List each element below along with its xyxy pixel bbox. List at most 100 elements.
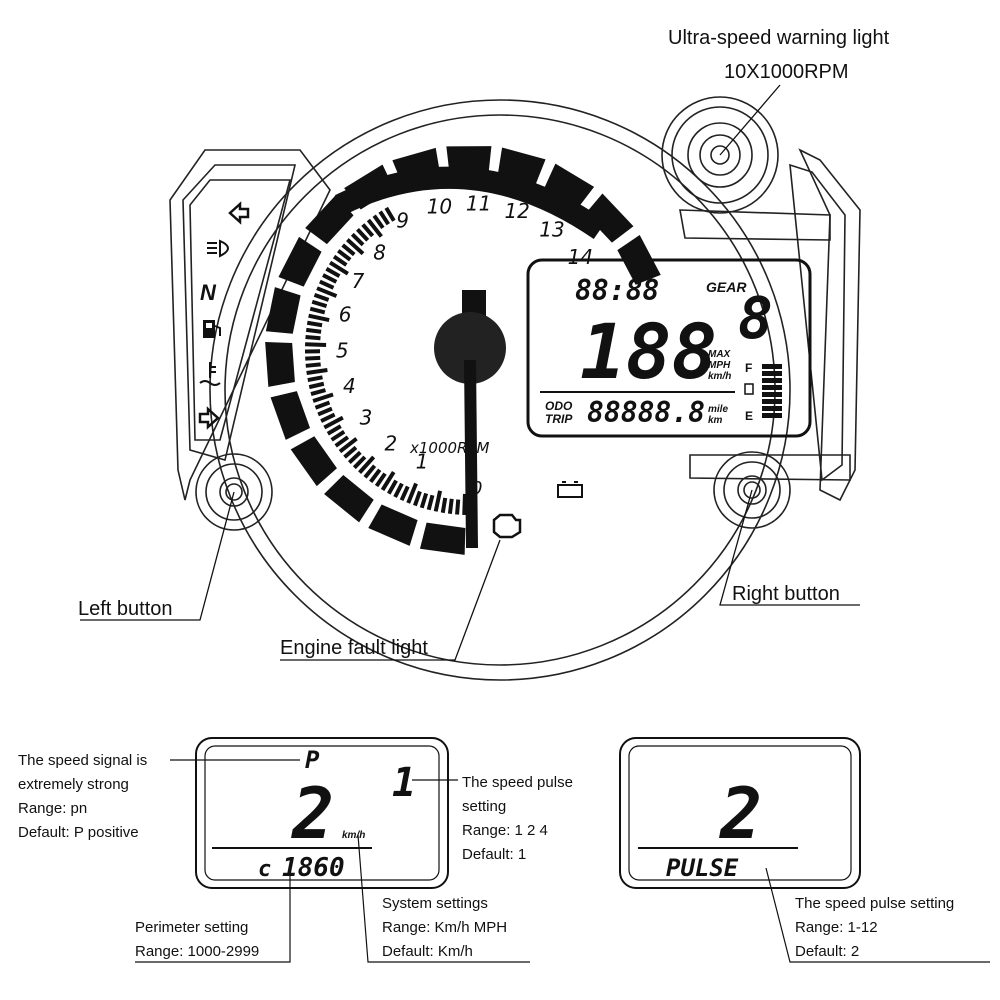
tach-small-tick [433,490,443,512]
neutral-icon: N [200,280,217,305]
tach-small-tick [305,335,321,341]
tach-small-tick [374,472,387,488]
fuel-bar [762,406,782,411]
tach-small-tick [399,485,410,501]
tach-small-tick [329,260,349,276]
system-note-1: System settings [382,895,488,912]
tach-small-tick [310,388,326,397]
signal-char: P [305,746,320,774]
tach-small-tick [369,468,382,483]
pulse-char: 1 [392,760,416,806]
tach-small-tick [319,279,335,290]
tach-small-tick [380,471,396,491]
tach-small-tick [363,464,377,479]
tach-number: 11 [466,191,491,215]
tach-small-tick [338,437,358,454]
fuel-bar [762,364,782,369]
tach-small-tick [305,342,327,347]
lcd-clock: 88:88 [575,274,659,307]
tach-small-tick [440,497,448,514]
tach-small-tick [387,479,398,495]
tach-band-block [265,341,295,387]
perimeter-note-1: Perimeter setting [135,919,248,936]
fuel-bar [762,371,782,376]
tach-number: 6 [339,303,352,327]
tach-small-tick [311,299,328,309]
tach-small-tick [358,455,376,474]
pulse-note-2: setting [462,798,506,815]
fuel-empty-label: E [745,409,753,423]
tach-small-tick [305,355,321,361]
tach-number: 10 [427,194,452,218]
fuel-bar [762,413,782,418]
tach-small-tick [322,273,338,284]
right-button[interactable] [713,451,791,529]
tach-number: 3 [360,406,373,430]
fuel-bar [762,378,782,383]
tach-small-tick [334,435,350,448]
tach-small-tick [372,214,385,230]
tach-number: 2 [385,432,398,456]
engine-fault-label: Engine fault light [280,637,428,659]
tach-small-tick [326,424,342,436]
tach-band-block [446,146,492,174]
tach-small-tick [462,493,467,515]
tach-band-block [585,193,634,243]
tach-small-tick [320,412,336,423]
signal-note-1: The speed signal is [18,752,147,769]
tach-small-tick [330,430,346,442]
left-turn-icon [228,201,250,225]
odo-unit-mile: mile [708,404,728,415]
fuel-bar [762,399,782,404]
speed-unit-max: MAX [708,349,732,360]
tach-band-block [368,504,418,546]
pulse-note-1: The speed pulse [462,774,573,791]
tach-band-block [278,236,322,287]
tach-small-tick [337,249,352,262]
tach-band-block [544,163,595,209]
tach-small-tick [406,482,418,504]
tach-small-tick [307,375,323,383]
tach-band-block [290,436,337,487]
fuel-bar [762,385,782,390]
tach-number: 12 [504,199,529,223]
tach-small-tick [312,392,334,403]
speed-unit-kmh: km/h [708,371,731,382]
tach-small-tick [346,238,365,256]
tach-small-tick [352,455,367,470]
fuel-full-label: F [745,361,752,375]
signal-note-2: extremely strong [18,776,129,793]
tach-small-tick [356,227,370,242]
fuel-icon [203,320,221,338]
tach-small-tick [343,445,358,459]
tach-small-tick [325,267,341,278]
tach-small-tick [314,400,331,410]
tach-number: 5 [336,339,349,363]
system-note-2: Range: Km/h MPH [382,919,507,936]
lcd-fuel-icon [744,383,754,395]
signal-note-4: Default: P positive [18,824,139,841]
fuel-gauge-bars [762,364,782,418]
tach-small-tick [393,482,404,498]
tach-number: 13 [539,218,564,242]
screen2-note-1: The speed pulse setting [795,895,954,912]
tach-band-block [419,522,466,555]
screen2-big-digit: 2 [719,773,762,855]
tach-band-block [265,287,301,334]
tach-band-block [324,475,374,523]
gear-label: GEAR [706,279,747,295]
callout-leaders [80,84,860,661]
tach-small-tick [323,415,344,430]
tach-number: 7 [352,269,365,293]
lcd-display: 88:88 GEAR 8 188 MAX MPH km/h ODO TRIP 8… [526,258,812,438]
left-button[interactable] [195,453,273,531]
screen1-big-digit: 2 [291,773,334,855]
tach-number: 8 [373,240,386,264]
screen2-note-3: Default: 2 [795,943,859,960]
pulse-note-4: Default: 1 [462,846,526,863]
perimeter-note-2: Range: 1000-2999 [135,943,259,960]
screen1-perimeter: 1860 [282,853,345,883]
tach-small-tick [308,381,325,390]
